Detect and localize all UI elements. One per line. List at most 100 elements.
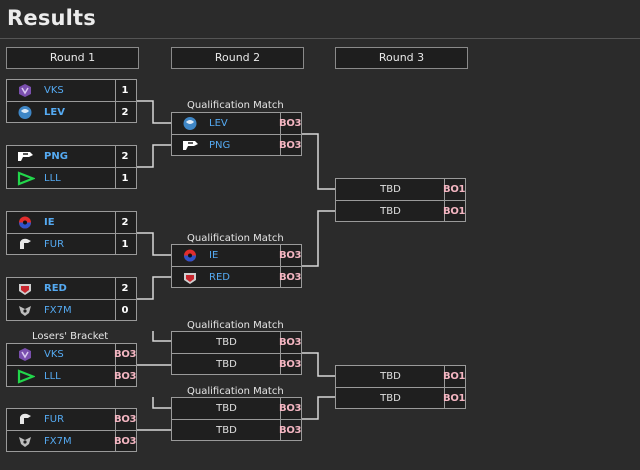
team-name: RED: [209, 272, 230, 283]
team-name: TBD: [380, 184, 401, 195]
team-row[interactable]: IE 2: [7, 212, 136, 233]
match-format: BO3: [279, 140, 302, 151]
team-name: FX7M: [44, 436, 72, 447]
team-row[interactable]: VKS BO3: [7, 344, 136, 365]
team-name: FX7M: [44, 305, 72, 316]
ie-logo-icon: [182, 248, 198, 263]
score: 1: [121, 173, 129, 184]
team-row[interactable]: TBD BO1: [336, 200, 466, 222]
team-name: TBD: [380, 206, 401, 217]
match-format: BO3: [279, 425, 302, 436]
team-name: PNG: [209, 140, 231, 151]
match-format: BO1: [443, 206, 466, 217]
team-name: TBD: [216, 359, 237, 370]
lev-logo-icon: [17, 105, 33, 120]
match-format: BO3: [279, 118, 302, 129]
score: 2: [121, 151, 129, 162]
team-row[interactable]: VKS 1: [7, 80, 136, 101]
team-row[interactable]: LLL 1: [7, 167, 136, 189]
team-row[interactable]: TBD BO1: [336, 179, 465, 200]
round1-match-1[interactable]: VKS 1 LEV 2: [6, 79, 137, 123]
team-row[interactable]: PNG BO3: [172, 134, 302, 156]
team-name: VKS: [44, 85, 64, 96]
round1-match-4[interactable]: RED 2 FX7M 0: [6, 277, 137, 321]
team-name: TBD: [380, 393, 401, 404]
vks-logo-icon: [17, 83, 33, 98]
round-2-header: Round 2: [171, 47, 304, 69]
score: 1: [121, 239, 129, 250]
round1-match-3[interactable]: IE 2 FUR 1: [6, 211, 137, 255]
team-name: LEV: [44, 107, 65, 118]
round2-match-4[interactable]: TBD BO3 TBD BO3: [171, 397, 302, 441]
round3-match-2[interactable]: TBD BO1 TBD BO1: [335, 365, 466, 409]
match-format: BO3: [279, 272, 302, 283]
title-divider: [0, 38, 640, 39]
match-format: BO3: [114, 371, 137, 382]
match-format: BO3: [279, 337, 302, 348]
team-row[interactable]: PNG 2: [7, 146, 136, 167]
qualification-match-label-2: Qualification Match: [187, 233, 284, 244]
red-logo-icon: [182, 270, 198, 285]
team-name: LLL: [44, 173, 61, 184]
losers-match-2[interactable]: FUR BO3 FX7M BO3: [6, 408, 137, 452]
team-name: IE: [44, 217, 55, 228]
round-3-header: Round 3: [335, 47, 468, 69]
team-row[interactable]: TBD BO3: [172, 419, 302, 441]
lev-logo-icon: [182, 116, 198, 131]
score: 2: [121, 107, 129, 118]
team-name: LLL: [44, 371, 61, 382]
round1-match-2[interactable]: PNG 2 LLL 1: [6, 145, 137, 189]
match-format: BO3: [279, 359, 302, 370]
team-row[interactable]: TBD BO3: [172, 398, 301, 419]
fur-logo-icon: [17, 237, 33, 252]
match-format: BO1: [443, 184, 466, 195]
score: 2: [121, 283, 129, 294]
score: 2: [121, 217, 129, 228]
qualification-match-label-1: Qualification Match: [187, 100, 284, 111]
round2-match-1[interactable]: LEV BO3 PNG BO3: [171, 112, 302, 156]
team-row[interactable]: FX7M BO3: [7, 430, 137, 452]
team-row[interactable]: TBD BO3: [172, 332, 301, 353]
team-row[interactable]: TBD BO1: [336, 366, 465, 387]
lll-logo-icon: [17, 369, 37, 384]
team-row[interactable]: LEV 2: [7, 101, 136, 123]
team-row[interactable]: IE BO3: [172, 245, 301, 266]
fx7m-logo-icon: [17, 434, 33, 449]
vks-logo-icon: [17, 347, 33, 362]
team-row[interactable]: FUR 1: [7, 233, 136, 255]
ie-logo-icon: [17, 215, 33, 230]
png-logo-icon: [182, 138, 198, 153]
round-1-header: Round 1: [6, 47, 139, 69]
match-format: BO1: [443, 371, 466, 382]
team-name: FUR: [44, 414, 65, 425]
match-format: BO3: [279, 403, 302, 414]
losers-bracket-label: Losers' Bracket: [32, 331, 109, 342]
round3-match-1[interactable]: TBD BO1 TBD BO1: [335, 178, 466, 222]
team-row[interactable]: LEV BO3: [172, 113, 301, 134]
round2-match-2[interactable]: IE BO3 RED BO3: [171, 244, 302, 288]
team-row[interactable]: FX7M 0: [7, 299, 136, 321]
qualification-match-label-4: Qualification Match: [187, 386, 284, 397]
team-name: TBD: [380, 371, 401, 382]
team-row[interactable]: LLL BO3: [7, 365, 137, 387]
team-name: RED: [44, 283, 67, 294]
team-row[interactable]: RED 2: [7, 278, 136, 299]
team-row[interactable]: FUR BO3: [7, 409, 136, 430]
team-name: TBD: [216, 403, 237, 414]
round2-match-3[interactable]: TBD BO3 TBD BO3: [171, 331, 302, 375]
team-row[interactable]: TBD BO3: [172, 353, 302, 375]
losers-match-1[interactable]: VKS BO3 LLL BO3: [6, 343, 137, 387]
page-title: Results: [7, 6, 96, 30]
match-format: BO1: [443, 393, 466, 404]
score: 0: [121, 305, 129, 316]
lll-logo-icon: [17, 171, 37, 186]
team-name: IE: [209, 250, 219, 261]
fur-logo-icon: [17, 412, 33, 427]
qualification-match-label-3: Qualification Match: [187, 320, 284, 331]
team-row[interactable]: RED BO3: [172, 266, 302, 288]
team-row[interactable]: TBD BO1: [336, 387, 466, 409]
team-name: VKS: [44, 349, 64, 360]
match-format: BO3: [114, 436, 137, 447]
team-name: PNG: [44, 151, 68, 162]
